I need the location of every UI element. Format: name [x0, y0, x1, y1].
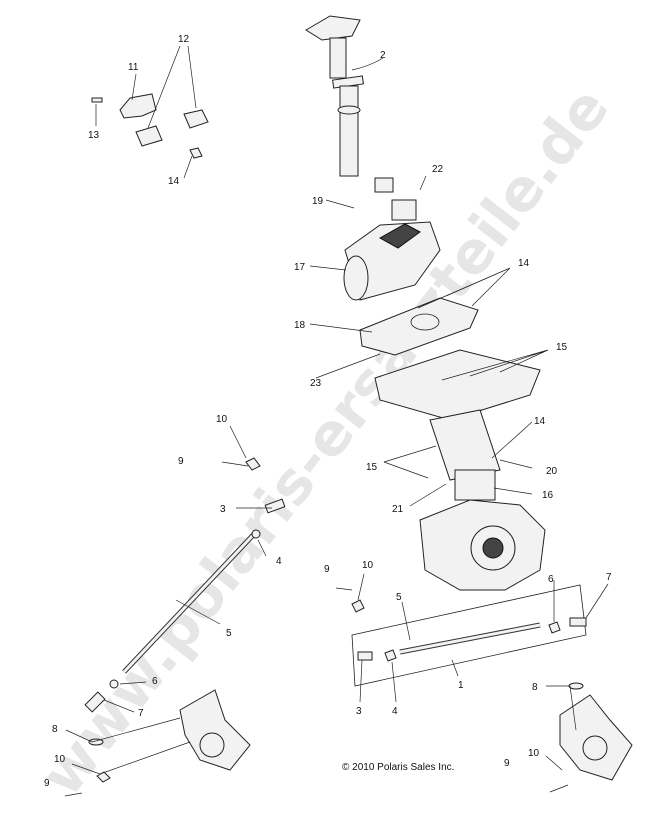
callout-17: 17	[294, 262, 306, 273]
callout-3-right: 3	[356, 706, 362, 717]
callout-6-right: 6	[548, 574, 554, 585]
bushing-group	[91, 93, 209, 159]
callout-18: 18	[294, 320, 306, 331]
tie-rod-left	[64, 457, 286, 797]
callouts: 2 12 11 13 14 22 19 17 14 18 15 23 10 14…	[44, 34, 612, 789]
callout-9-left-bottom: 9	[44, 778, 50, 789]
callout-9-right-bottom: 9	[504, 758, 510, 769]
callout-1: 1	[458, 680, 464, 691]
callout-6-left: 6	[152, 676, 158, 687]
callout-15-upper: 15	[556, 342, 568, 353]
callout-15-lower: 15	[366, 462, 378, 473]
callout-13: 13	[88, 130, 100, 141]
copyright-text: © 2010 Polaris Sales Inc.	[342, 762, 454, 773]
leader-lines	[65, 45, 609, 775]
callout-7-right: 7	[606, 572, 612, 583]
callout-20: 20	[546, 466, 558, 477]
callout-5-right: 5	[396, 592, 402, 603]
callout-9-left-top: 9	[178, 456, 184, 467]
mount-bracket	[374, 349, 541, 481]
callout-10-left-bottom: 10	[54, 754, 66, 765]
callout-10-right-top: 10	[362, 560, 374, 571]
callout-9-right-top: 9	[324, 564, 330, 575]
callout-14-top: 14	[168, 176, 180, 187]
callout-23: 23	[310, 378, 322, 389]
callout-10-right-bottom: 10	[528, 748, 540, 759]
callout-7-left: 7	[138, 708, 144, 719]
callout-4-right: 4	[392, 706, 398, 717]
knuckle-left	[179, 689, 251, 771]
knuckle-right	[559, 694, 633, 781]
callout-22: 22	[432, 164, 444, 175]
tie-rod-right-assembly	[335, 584, 587, 793]
watermark-text: www.polaris-ersatzteile.de	[27, 74, 622, 808]
callout-19: 19	[312, 196, 324, 207]
callout-3-left: 3	[220, 504, 226, 515]
callout-21: 21	[392, 504, 404, 515]
callout-14-eps: 14	[518, 258, 530, 269]
callout-4-left: 4	[276, 556, 282, 567]
callout-14-lower: 14	[534, 416, 546, 427]
steering-column	[305, 15, 394, 193]
callout-8-right: 8	[532, 682, 538, 693]
callout-2: 2	[380, 50, 386, 61]
eps-unit	[343, 199, 441, 301]
callout-11: 11	[128, 62, 139, 73]
callout-10-left-top: 10	[216, 414, 228, 425]
gasket-plate	[359, 297, 479, 356]
callout-16: 16	[542, 490, 554, 501]
callout-5-left: 5	[226, 628, 232, 639]
callout-12: 12	[178, 34, 190, 45]
callout-8-left: 8	[52, 724, 58, 735]
front-gearcase	[419, 469, 546, 591]
